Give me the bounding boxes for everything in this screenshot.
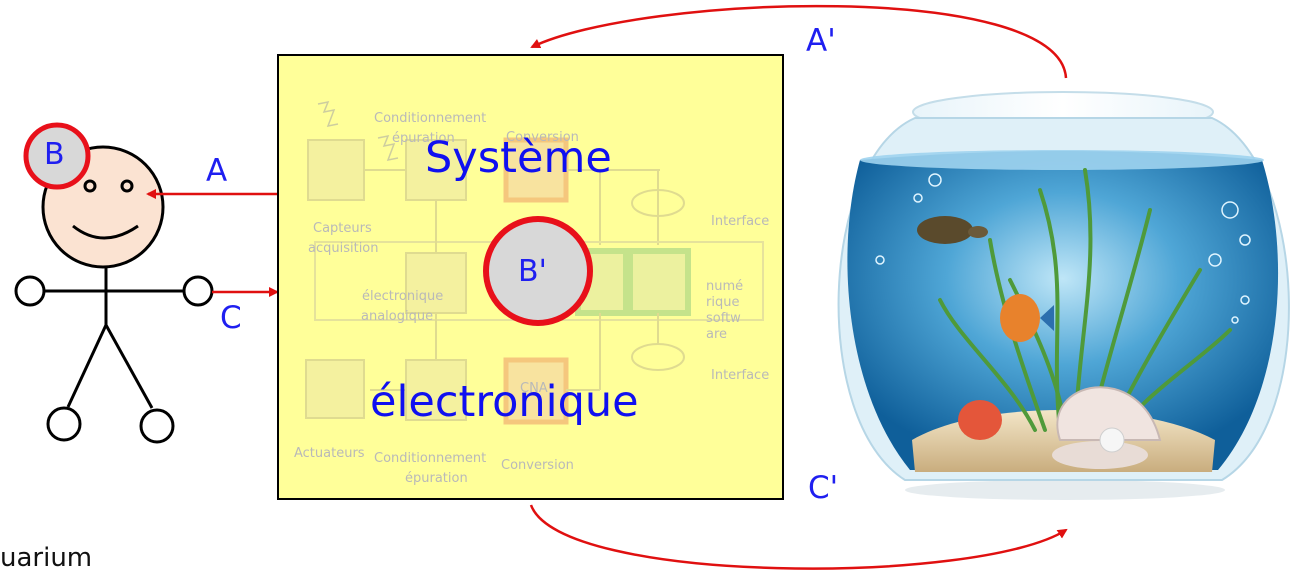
b-prime-circle: [483, 216, 593, 326]
person-eye-right: [120, 179, 134, 193]
bg-label-software-1: softw: [706, 311, 741, 326]
label-b-prime: B': [518, 254, 547, 289]
background-block-diagram: [305, 100, 764, 425]
bg-label-analogique: analogique: [361, 309, 434, 324]
person-foot-left: [46, 406, 82, 442]
person-hand-left: [14, 275, 46, 307]
system-title-line2: électronique: [370, 377, 639, 427]
pearl-icon: [1099, 427, 1125, 453]
bg-label-conditionnement-top: Conditionnement: [374, 111, 487, 126]
bg-label-epuration-bottom: épuration: [405, 471, 468, 486]
label-c-prime: C': [808, 470, 839, 506]
arrow-a-prime: [530, 4, 1068, 79]
bg-label-actuateurs: Actuateurs: [294, 446, 365, 461]
b-circle: [23, 122, 91, 190]
person-leg-left: [66, 324, 108, 408]
fish-icon: [958, 400, 1002, 440]
person-mouth: [72, 224, 139, 240]
fish-icon: [1000, 294, 1040, 342]
aquarium-bowl: [837, 91, 1290, 500]
bg-label-interface-top: Interface: [711, 214, 770, 229]
person-hand-right: [182, 275, 214, 307]
bg-label-interface-bottom: Interface: [711, 368, 770, 383]
bg-label-capteurs: Capteurs: [313, 221, 372, 236]
bg-label-electronique: électronique: [362, 289, 444, 304]
arrow-c-prime: [529, 504, 1068, 570]
bg-label-conditionnement-bottom: Conditionnement: [374, 451, 487, 466]
bg-label-numerique-1: numé: [706, 279, 744, 294]
lightning-icon: [317, 100, 339, 128]
person-figure: [14, 122, 214, 444]
lightning-icon: [377, 134, 399, 162]
person-foot-right: [139, 408, 175, 444]
label-a-prime: A': [806, 23, 836, 59]
system-title-line1: Système: [425, 133, 612, 183]
label-a: A: [206, 153, 228, 189]
bg-label-software-2: are: [706, 327, 728, 342]
bg-label-cna: CNA: [520, 381, 548, 396]
bg-label-epuration-top: épuration: [392, 131, 455, 146]
bg-label-conversion-top: Conversion: [506, 130, 579, 145]
person-eye-left: [83, 179, 97, 193]
bg-label-conversion-bottom: Conversion: [501, 458, 574, 473]
bg-label-acquisition: acquisition: [308, 241, 379, 256]
label-b: B: [44, 137, 65, 172]
person-leg-right: [104, 324, 154, 409]
bg-label-numerique-2: rique: [706, 295, 740, 310]
turtle-icon: [917, 216, 973, 244]
shell-icon: [1056, 386, 1162, 441]
label-c: C: [220, 300, 242, 336]
bottom-caption: uarium: [0, 543, 93, 573]
